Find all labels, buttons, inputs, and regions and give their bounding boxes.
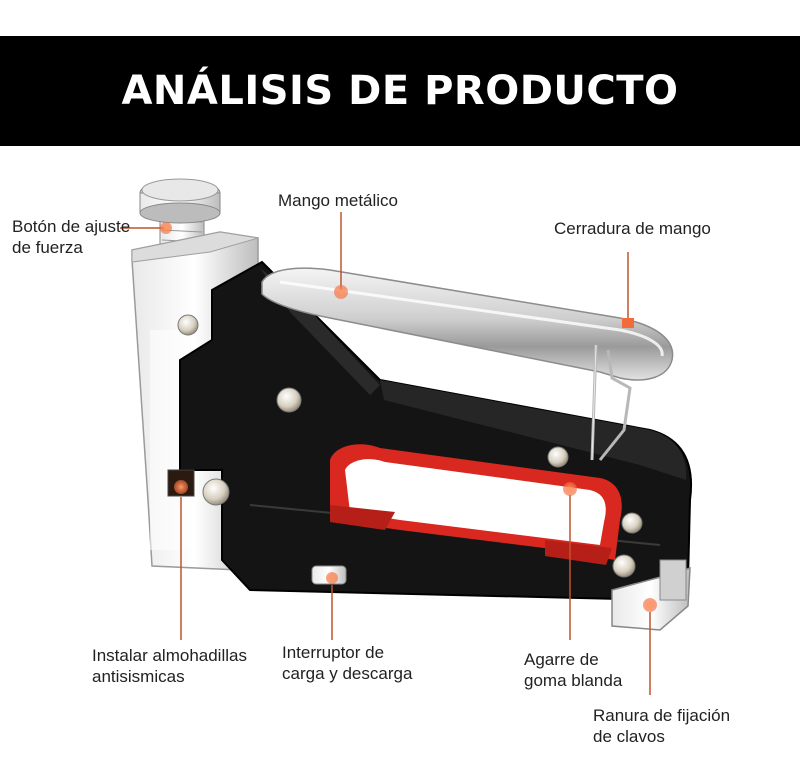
callouts bbox=[120, 212, 657, 695]
label-line: Ranura de fijación bbox=[593, 706, 731, 725]
label-line: de clavos bbox=[593, 727, 665, 746]
label-line: Cerradura de mango bbox=[554, 219, 711, 238]
metal-handle bbox=[261, 267, 674, 381]
force-adjust-knob bbox=[139, 178, 221, 256]
label-line: Agarre de bbox=[524, 650, 599, 669]
label-anti-seismic-pads: Instalar almohadillas antisismicas bbox=[92, 645, 247, 687]
handle-lock-wire bbox=[590, 344, 632, 461]
label-metal-handle: Mango metálico bbox=[278, 190, 398, 211]
label-line: Botón de ajuste bbox=[12, 217, 131, 236]
label-line: goma blanda bbox=[524, 671, 623, 690]
label-handle-lock: Cerradura de mango bbox=[554, 218, 711, 239]
label-line: de fuerza bbox=[12, 238, 83, 257]
label-line: Interruptor de bbox=[282, 643, 385, 662]
label-line: Instalar almohadillas bbox=[92, 646, 247, 665]
label-line: carga y descarga bbox=[282, 664, 413, 683]
label-soft-grip: Agarre de goma blanda bbox=[524, 649, 622, 691]
label-nail-slot: Ranura de fijación de clavos bbox=[593, 705, 730, 747]
soft-grip bbox=[330, 444, 622, 565]
label-load-unload-switch: Interruptor de carga y descarga bbox=[282, 642, 412, 684]
banner-title: ANÁLISIS DE PRODUCTO bbox=[121, 68, 679, 114]
label-line: antisismicas bbox=[92, 667, 185, 686]
rivets bbox=[177, 314, 643, 578]
label-line: Mango metálico bbox=[278, 191, 399, 210]
label-force-adjust-button: Botón de ajuste de fuerza bbox=[12, 216, 130, 258]
title-banner: ANÁLISIS DE PRODUCTO bbox=[0, 36, 800, 146]
